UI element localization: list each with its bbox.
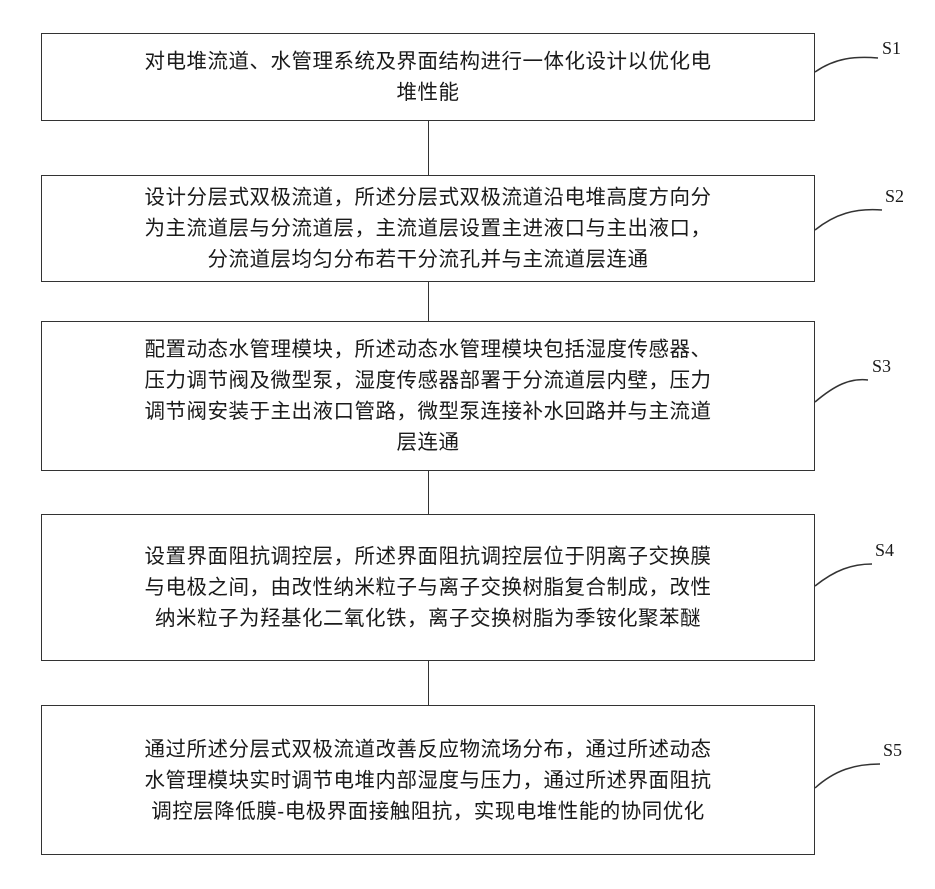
step-text-s2: 设计分层式双极流道，所述分层式双极流道沿电堆高度方向分 为主流道层与分流道层，主… xyxy=(129,182,728,275)
connector-s3-s4 xyxy=(428,471,429,514)
step-box-s4: 设置界面阻抗调控层，所述界面阻抗调控层位于阴离子交换膜 与电极之间，由改性纳米粒… xyxy=(41,514,815,661)
leader-s1 xyxy=(815,57,878,72)
step-label-s5: S5 xyxy=(883,740,902,761)
step-label-s4: S4 xyxy=(875,540,894,561)
step-label-s1: S1 xyxy=(882,38,901,59)
step-label-s3: S3 xyxy=(872,356,891,377)
leader-s2 xyxy=(815,210,882,230)
step-box-s2: 设计分层式双极流道，所述分层式双极流道沿电堆高度方向分 为主流道层与分流道层，主… xyxy=(41,175,815,282)
step-text-s4: 设置界面阻抗调控层，所述界面阻抗调控层位于阴离子交换膜 与电极之间，由改性纳米粒… xyxy=(129,541,728,634)
step-box-s3: 配置动态水管理模块，所述动态水管理模块包括湿度传感器、 压力调节阀及微型泵，湿度… xyxy=(41,321,815,471)
connector-s2-s3 xyxy=(428,282,429,321)
step-text-s3: 配置动态水管理模块，所述动态水管理模块包括湿度传感器、 压力调节阀及微型泵，湿度… xyxy=(129,334,728,458)
step-label-s2: S2 xyxy=(885,186,904,207)
leader-s4 xyxy=(815,564,872,586)
step-box-s1: 对电堆流道、水管理系统及界面结构进行一体化设计以优化电 堆性能 xyxy=(41,33,815,121)
connector-s4-s5 xyxy=(428,661,429,705)
connector-s1-s2 xyxy=(428,121,429,175)
step-text-s5: 通过所述分层式双极流道改善反应物流场分布，通过所述动态 水管理模块实时调节电堆内… xyxy=(129,734,728,827)
step-box-s5: 通过所述分层式双极流道改善反应物流场分布，通过所述动态 水管理模块实时调节电堆内… xyxy=(41,705,815,855)
step-text-s1: 对电堆流道、水管理系统及界面结构进行一体化设计以优化电 堆性能 xyxy=(129,46,728,108)
leader-s5 xyxy=(815,764,880,788)
leader-s3 xyxy=(815,380,868,402)
